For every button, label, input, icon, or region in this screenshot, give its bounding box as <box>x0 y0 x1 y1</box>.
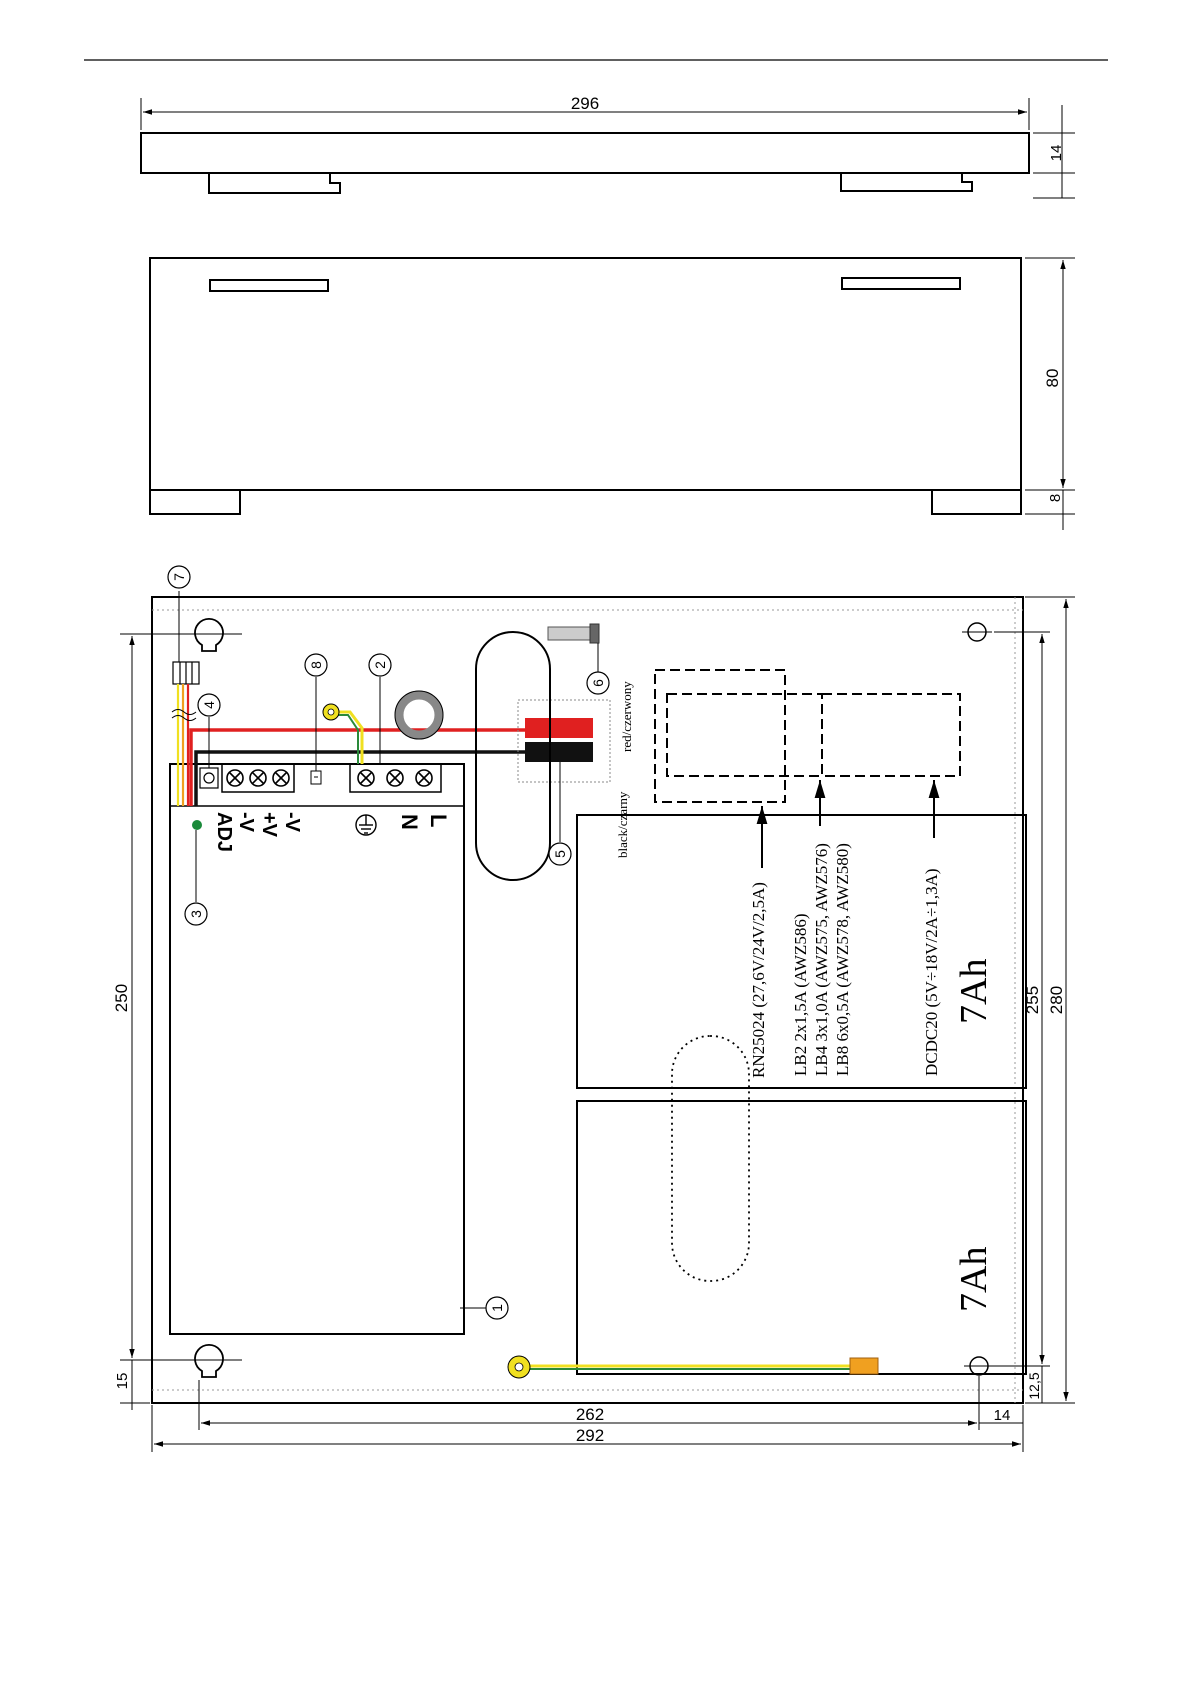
svg-text:1: 1 <box>489 1304 505 1312</box>
callout-3: 3 <box>185 903 207 925</box>
battery-2-label: 7Ah <box>953 1247 995 1312</box>
enclosure <box>152 597 1023 1403</box>
label-plus-v: +V <box>258 812 280 838</box>
side-view-foot-left <box>150 490 240 514</box>
led-indicator <box>192 820 202 830</box>
module-outline-dcdc <box>822 694 960 776</box>
side-view-foot-right <box>932 490 1021 514</box>
adj-potentiometer <box>200 768 218 788</box>
svg-text:4: 4 <box>201 701 217 709</box>
callout-leaders <box>179 591 598 1308</box>
red-wire-terminal <box>525 718 593 738</box>
module-outlines <box>655 670 960 802</box>
callout-4: 4 <box>198 694 220 716</box>
callout-5: 5 <box>549 843 571 865</box>
dim-14-top: 14 <box>1048 145 1065 162</box>
dim-8: 8 <box>1047 494 1064 502</box>
battery-2 <box>577 1101 1026 1374</box>
module-lb2: LB2 2x1,5A (AWZ586) <box>791 914 810 1076</box>
label-l: L <box>426 814 451 827</box>
top-view-body <box>141 133 1029 173</box>
module-rn: RN25024 (27,6V/24V/2,5A) <box>749 882 768 1078</box>
red-wire <box>191 730 540 806</box>
corner-hole-top <box>962 623 992 641</box>
module-outline-rn <box>655 670 785 802</box>
module-lb4: LB4 3x1,0A (AWZ575, AWZ576) <box>812 843 831 1076</box>
dim-262: 262 <box>576 1405 604 1424</box>
keyhole-bottom <box>190 1345 242 1377</box>
keyhole-top <box>190 619 242 651</box>
side-view-slot-left <box>210 280 328 291</box>
side-view-dims <box>1025 258 1075 530</box>
module-dcdc: DCDC20 (5V÷18V/2A÷1,3A) <box>922 868 941 1076</box>
wire-label-black: black/czarny <box>615 791 630 858</box>
battery-1-label: 7Ah <box>953 959 995 1024</box>
module-lb8: LB8 6x0,5A (AWZ578, AWZ580) <box>833 843 852 1076</box>
side-view-body <box>150 258 1021 490</box>
screw-terminal-dc-2 <box>250 770 266 786</box>
top-view-mount-left <box>209 173 340 193</box>
top-view-mount-right <box>841 173 972 191</box>
callout-8: 8 <box>305 654 327 676</box>
dim-280: 280 <box>1047 986 1066 1014</box>
callout-7: 7 <box>168 566 190 588</box>
screw-terminals <box>227 770 432 786</box>
screw-terminal-l <box>416 770 432 786</box>
screw-terminal-n <box>387 770 403 786</box>
side-view-slot-right <box>842 278 960 289</box>
dotted-cutout <box>672 1036 749 1281</box>
screw-terminal-dc-1 <box>227 770 243 786</box>
svg-text:8: 8 <box>308 661 324 669</box>
dim-14-bottom: 14 <box>994 1407 1011 1424</box>
wire-terminal-zone <box>518 700 610 782</box>
svg-text:5: 5 <box>552 850 568 858</box>
top-view-dims <box>141 98 1075 198</box>
label-minus-v-1: -V <box>235 812 257 833</box>
side-view <box>150 258 1021 514</box>
screw-terminal-pe <box>358 770 374 786</box>
ground-wire-top <box>323 704 362 764</box>
module-outline-lb <box>667 694 822 776</box>
dim-80: 80 <box>1043 369 1062 388</box>
callout-2: 2 <box>369 654 391 676</box>
svg-text:3: 3 <box>188 910 204 918</box>
battery-wires <box>191 730 540 806</box>
label-n: N <box>397 814 422 830</box>
dim-292: 292 <box>576 1426 604 1445</box>
top-view <box>141 133 1029 193</box>
dim-250: 250 <box>112 984 131 1012</box>
svg-text:2: 2 <box>372 661 388 669</box>
svg-text:6: 6 <box>590 679 606 687</box>
enclosure-outline <box>152 597 1023 1403</box>
label-adj: ADJ <box>213 812 235 852</box>
ground-symbol <box>356 815 376 835</box>
label-minus-v-2: -V <box>281 812 303 833</box>
black-wire-terminal <box>525 742 593 762</box>
battery-connector <box>173 662 199 684</box>
screw-terminal-dc-3 <box>273 770 289 786</box>
callout-1: 1 <box>486 1297 508 1319</box>
component-6 <box>548 624 599 643</box>
dim-255: 255 <box>1023 986 1042 1014</box>
svg-text:7: 7 <box>171 573 187 581</box>
callout-6: 6 <box>587 672 609 694</box>
dim-296: 296 <box>571 94 599 113</box>
corner-hole-bottom <box>964 1357 994 1375</box>
wire-label-red: red/czerwony <box>619 681 634 752</box>
dim-15: 15 <box>114 1373 131 1390</box>
dim-12-5: 12,5 <box>1026 1372 1042 1399</box>
